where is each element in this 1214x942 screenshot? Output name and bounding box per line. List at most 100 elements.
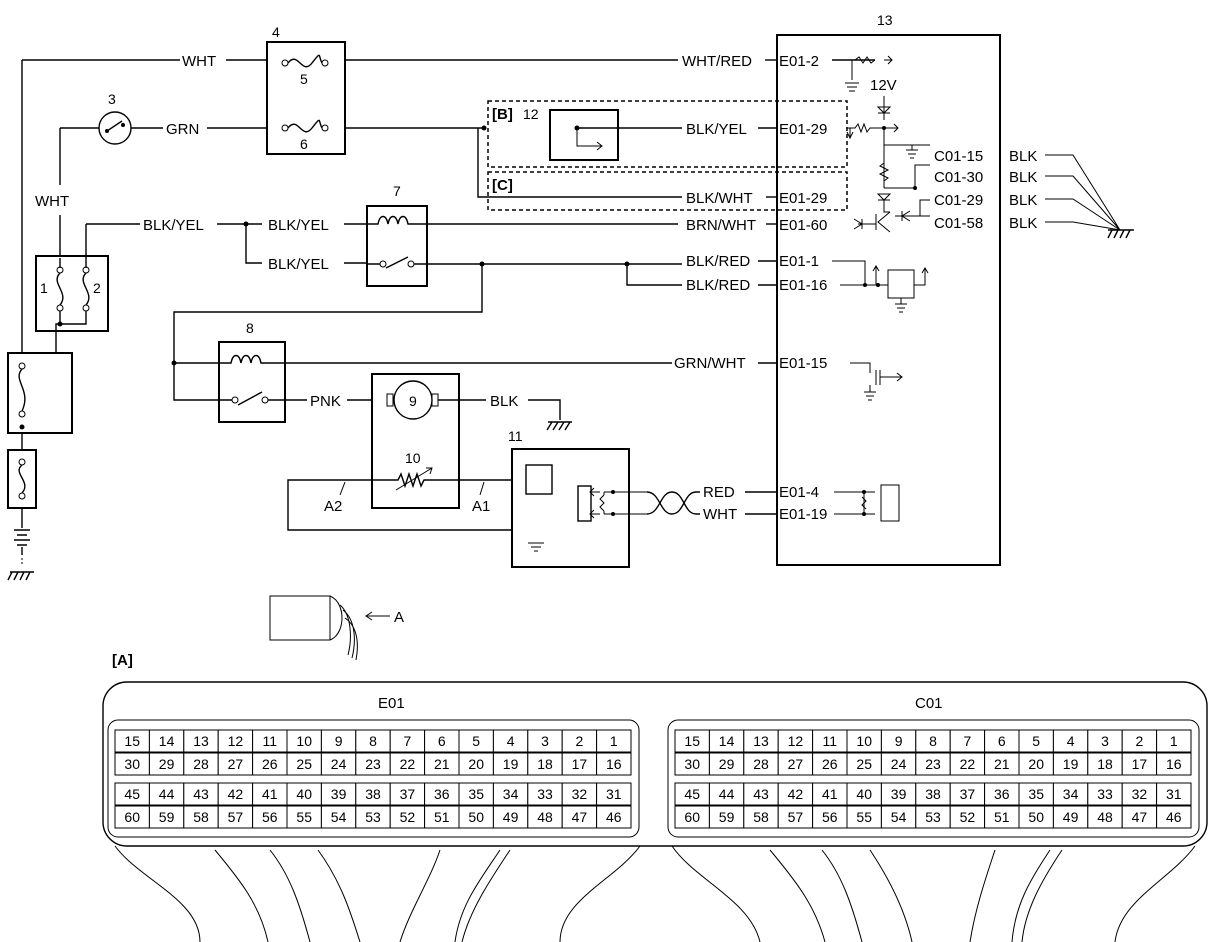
wire-label-wht-red: WHT/RED <box>682 53 752 70</box>
motor-number-9: 9 <box>409 393 417 409</box>
pin-number: 7 <box>964 733 972 749</box>
pin-e01-29b: E01-29 <box>779 190 827 207</box>
pin-number: 40 <box>856 786 872 802</box>
wire-label-a1: A1 <box>472 498 490 515</box>
pin-number: 11 <box>823 733 838 749</box>
region-c-label: [C] <box>492 177 513 194</box>
pin-cell <box>596 805 632 829</box>
pin-number: 29 <box>159 756 175 772</box>
pin-number: 36 <box>994 786 1010 802</box>
sensor-12 <box>549 109 619 161</box>
pin-number: 56 <box>262 809 278 825</box>
pin-number: 60 <box>684 809 700 825</box>
ground-wire-2: BLK <box>1009 169 1037 186</box>
pin-number: 33 <box>1097 786 1113 802</box>
connector-housing <box>102 681 1208 847</box>
connector-title-c01: C01 <box>915 695 943 712</box>
connector-view-label: [A] <box>112 652 133 669</box>
pin-number: 44 <box>159 786 175 802</box>
pin-number: 8 <box>929 733 937 749</box>
pin-number: 17 <box>1132 756 1148 772</box>
pin-number: 36 <box>434 786 450 802</box>
ecm-number: 13 <box>877 12 893 28</box>
pin-e01-2: E01-2 <box>779 53 819 70</box>
pin-number: 54 <box>891 809 907 825</box>
pin-number: 26 <box>822 756 838 772</box>
pin-cell <box>596 782 632 806</box>
pin-number: 27 <box>788 756 804 772</box>
pin-cell <box>1156 729 1192 753</box>
pin-number: 13 <box>193 733 209 749</box>
region-b <box>487 100 848 168</box>
pin-number: 25 <box>296 756 312 772</box>
sensor-number-10: 10 <box>405 450 421 466</box>
wire-label-blk-motor: BLK <box>490 393 518 410</box>
pin-c01-30: C01-30 <box>934 169 983 186</box>
pin-number: 30 <box>124 756 140 772</box>
ground-wire-1: BLK <box>1009 148 1037 165</box>
pin-number: 39 <box>891 786 907 802</box>
pin-number: 35 <box>468 786 484 802</box>
wire-label-grn-wht: GRN/WHT <box>674 355 746 372</box>
pin-number: 35 <box>1028 786 1044 802</box>
pin-number: 5 <box>1032 733 1040 749</box>
pin-number: 47 <box>572 809 588 825</box>
pin-number: 19 <box>503 756 519 772</box>
pin-number: 37 <box>960 786 976 802</box>
pin-number: 57 <box>228 809 244 825</box>
pin-number: 42 <box>788 786 804 802</box>
pin-number: 53 <box>365 809 381 825</box>
pin-number: 50 <box>1028 809 1044 825</box>
pin-number: 4 <box>1067 733 1075 749</box>
fuse-box-1-2 <box>35 255 109 332</box>
voltage-label: 12V <box>870 77 897 94</box>
pin-number: 23 <box>365 756 381 772</box>
pin-number: 10 <box>296 733 312 749</box>
connector-illustration <box>269 595 390 661</box>
pin-number: 14 <box>719 733 735 749</box>
wire-label-blk-yel-2: BLK/YEL <box>268 217 329 234</box>
pin-number: 14 <box>159 733 175 749</box>
pin-number: 60 <box>124 809 140 825</box>
pin-number: 22 <box>960 756 976 772</box>
pin-e01-4: E01-4 <box>779 484 819 501</box>
sensor-module-11 <box>511 448 630 568</box>
region-b-label: [B] <box>492 106 513 123</box>
pin-e01-16: E01-16 <box>779 277 827 294</box>
pin-number: 52 <box>400 809 416 825</box>
pin-number: 19 <box>1063 756 1079 772</box>
pin-number: 7 <box>404 733 412 749</box>
connector-title-e01: E01 <box>378 695 405 712</box>
wire-label-blk-red-1: BLK/RED <box>686 253 750 270</box>
pin-number: 30 <box>684 756 700 772</box>
main-fuse-box <box>7 352 73 434</box>
pin-number: 6 <box>998 733 1006 749</box>
switch-number-3: 3 <box>108 91 116 107</box>
pin-number: 41 <box>822 786 838 802</box>
pin-e01-1: E01-1 <box>779 253 819 270</box>
pin-number: 31 <box>606 786 622 802</box>
relay-8 <box>218 341 286 423</box>
pin-e01-19: E01-19 <box>779 506 827 523</box>
pin-e01-29a: E01-29 <box>779 121 827 138</box>
pin-number: 1 <box>610 733 618 749</box>
pin-c01-15: C01-15 <box>934 148 983 165</box>
pin-number: 18 <box>1097 756 1113 772</box>
pin-c01-58: C01-58 <box>934 215 983 232</box>
pin-number: 46 <box>1166 809 1182 825</box>
pin-number: 9 <box>335 733 343 749</box>
pin-e01-15: E01-15 <box>779 355 827 372</box>
wire-label-pnk: PNK <box>310 393 341 410</box>
ignition-switch-icon <box>98 111 132 145</box>
pin-number: 45 <box>684 786 700 802</box>
wire-label-blk-yel-1: BLK/YEL <box>143 217 204 234</box>
sensor-number-12: 12 <box>523 106 539 122</box>
relay-number-7: 7 <box>393 183 401 199</box>
pin-number: 20 <box>468 756 484 772</box>
fuse-number-2: 2 <box>93 280 101 296</box>
pin-number: 41 <box>262 786 278 802</box>
pin-number: 3 <box>1101 733 1109 749</box>
fuse-icon <box>281 54 329 68</box>
pin-number: 15 <box>684 733 700 749</box>
pin-number: 44 <box>719 786 735 802</box>
